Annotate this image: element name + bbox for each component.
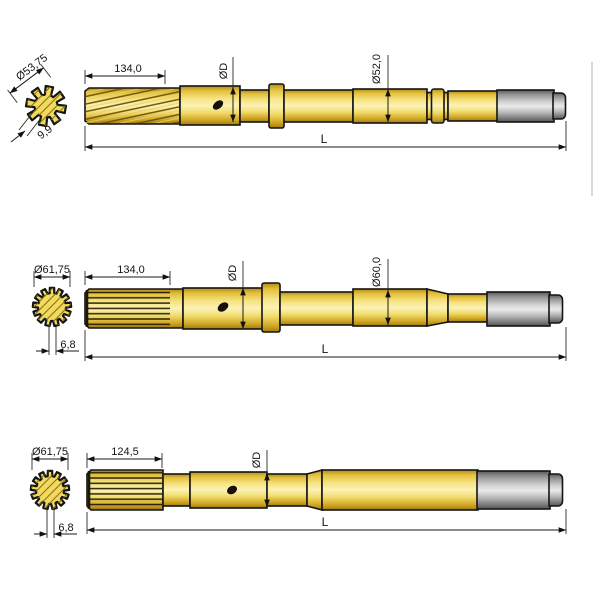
row2-spline-hatch [86,290,170,327]
row2-bore-label: ØD [227,265,239,282]
row2-spline-width-label: 6,8 [60,339,75,351]
row3-spline-width-label: 6,8 [58,522,73,534]
row3-shaft [321,469,479,511]
row3-spline-length-label: 124,5 [111,446,139,458]
row1-spline-length-label: 134,0 [114,63,142,75]
row1-body-d52 [352,88,428,124]
row1-groove-ring [430,88,445,124]
row3-total-length-label: L [322,515,329,529]
row1-collar-ring [268,83,285,129]
row3-spline-width-dim: 6,8 [34,509,77,538]
row2-steel-cap [486,291,551,327]
row2-taper [426,287,449,327]
row2-diameter-dim: Ø61,75 [33,264,71,287]
row1-steel-cap [496,89,555,123]
spline-cross-section-hatch [30,470,70,509]
row1-total-length-dim: L [84,121,567,151]
row2-shaft [447,293,490,323]
row2-steel-cap-tip [548,294,564,324]
spline-cross-section-hatch [32,287,72,326]
row3-spline-hatch [88,471,162,509]
row2-body-diameter-dim: Ø60,0 [371,257,391,326]
adapter-drawing-3: Ø61,75 6,8 [29,446,567,538]
row1-total-length-label: L [321,132,328,146]
row1-flushing-hole [212,100,224,110]
row3-bore-label: ØD [251,452,263,469]
row3-diameter-dim: Ø61,75 [31,446,69,470]
adapter-drawing-1: Ø53,75 9,9 [7,52,567,151]
row2-cross-section: Ø61,75 6,8 [31,264,79,355]
row1-bore-label: ØD [218,63,230,80]
row3-neck-b [266,473,308,507]
row2-total-length-dim: L [84,327,567,361]
row3-bore-dim: ØD [251,450,270,508]
row3-total-length-dim: L [86,509,567,534]
row2-neck [279,291,354,326]
row1-spline-width-label: 9,9 [35,123,54,142]
row3-side-view [86,468,564,512]
row2-collar-ring [261,282,281,333]
row2-diameter-label: Ø61,75 [34,264,70,276]
row3-cross-section: Ø61,75 6,8 [29,446,77,538]
row2-spline-length-label: 134,0 [117,264,145,276]
adapter-drawing-2: Ø61,75 6,8 [31,257,567,361]
row1-spline-length-dim: 134,0 [84,63,166,84]
row1-neck-a [239,89,270,123]
row2-flushing-hole [217,302,229,312]
row3-spline-length-dim: 124,5 [86,446,163,468]
row1-bore-dim: ØD [218,57,236,123]
row2-spline-width-dim: 6,8 [36,326,79,355]
row3-steel-cap-tip [548,473,564,507]
row1-neck-b [283,89,354,123]
row1-body-section [179,85,241,126]
row3-taper [306,468,323,512]
row1-body-diameter-dim: Ø52,0 [371,54,391,123]
row3-steel-cap [476,470,551,510]
row1-spline-hatch [86,89,179,123]
row2-spline-length-dim: 134,0 [84,264,171,285]
row1-steel-cap-tip [552,92,567,120]
row3-neck-a [162,473,191,507]
row1-body-diameter-label: Ø52,0 [371,54,383,84]
row2-body-diameter-label: Ø60,0 [371,257,383,287]
row1-diameter-label: Ø53,75 [14,52,50,83]
row1-cross-section: Ø53,75 9,9 [7,52,68,143]
row2-side-view [84,282,564,333]
row3-flushing-hole [227,485,237,495]
row2-body-d60 [352,288,428,327]
row2-total-length-label: L [322,342,329,356]
spline-cross-section-hatch [26,86,66,126]
row2-bore-dim: ØD [227,261,246,330]
row3-diameter-label: Ø61,75 [32,446,68,458]
row1-shaft [447,90,499,122]
row1-side-view [84,83,567,129]
